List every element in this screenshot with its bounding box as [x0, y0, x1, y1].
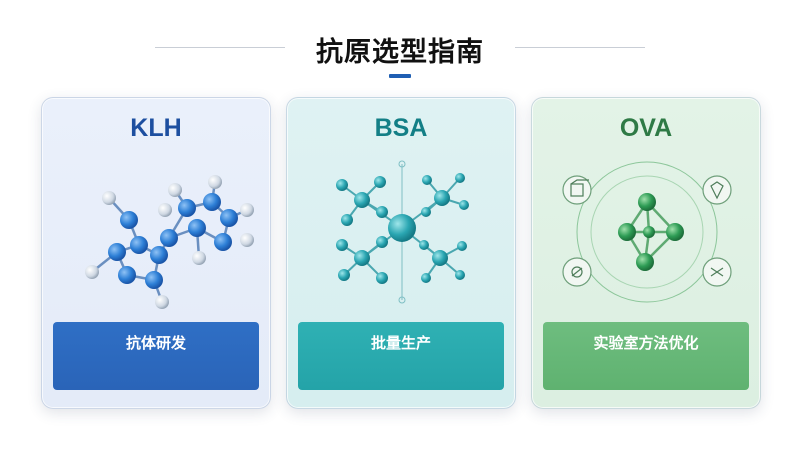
card-bsa: BSA: [286, 97, 516, 409]
card-title-bsa: BSA: [374, 114, 428, 142]
klh-molecule-illustration: [85, 175, 254, 309]
card-title-klh: KLH: [130, 114, 182, 142]
header: 抗原选型指南: [0, 26, 800, 86]
card-label-text-ova: 实验室方法优化: [593, 334, 699, 352]
page-title: 抗原选型指南: [316, 37, 484, 68]
card-klh: KLH: [41, 97, 271, 409]
title-divider-right: [515, 47, 645, 48]
card-label-text-bsa: 批量生产: [370, 334, 431, 352]
card-label-klh[interactable]: 抗体研发: [53, 322, 259, 390]
card-ova: OVA 实验室方法优化: [531, 97, 761, 409]
card-label-text-klh: 抗体研发: [125, 334, 186, 352]
title-accent-bar: [389, 74, 411, 78]
bsa-molecule-illustration: [336, 160, 469, 304]
ova-molecule-illustration: [562, 161, 732, 303]
card-label-ova[interactable]: 实验室方法优化: [543, 322, 749, 390]
card-label-bsa[interactable]: 批量生产: [298, 322, 504, 390]
card-title-ova: OVA: [619, 114, 673, 142]
title-divider-left: [155, 47, 285, 48]
